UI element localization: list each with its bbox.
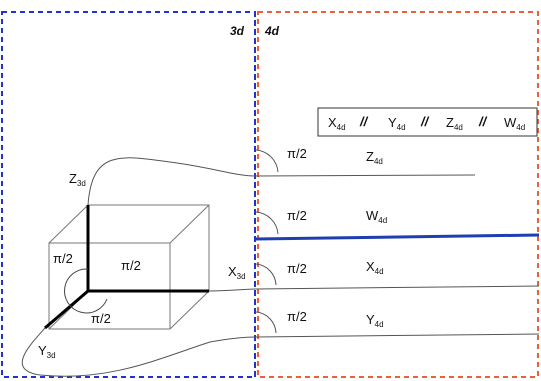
angle-label-3d-bottom: π/2 xyxy=(91,311,111,326)
legend-item-x4d: X4d xyxy=(328,115,346,132)
axis-label-y4d: Y4d xyxy=(366,312,384,329)
axis-label-x4d: X4d xyxy=(366,259,384,276)
axis-line-w4d xyxy=(255,233,540,241)
angle-label-x4d: π/2 xyxy=(287,261,307,276)
legend-item-w4d: W4d xyxy=(504,115,525,132)
axis-label-w4d: W4d xyxy=(366,208,387,225)
angle-label-z4d: π/2 xyxy=(287,146,307,161)
legend-separator: // xyxy=(420,114,430,129)
curve-x3d-to-x4d xyxy=(208,288,257,292)
legend-item-y4d: Y4d xyxy=(388,115,406,132)
angle-arc-w4d xyxy=(255,211,279,235)
angle-arc-3d xyxy=(64,268,108,314)
axis-y3d xyxy=(44,289,89,330)
angle-arc-z4d xyxy=(255,149,279,173)
curve-z3d-to-z4d xyxy=(87,157,257,206)
region-3d-border xyxy=(1,11,256,378)
header-4d: 4d xyxy=(264,24,280,38)
legend-separator: // xyxy=(359,114,369,129)
legend-box xyxy=(317,107,538,137)
axis-line-z4d xyxy=(255,174,476,177)
region-4d-border xyxy=(257,11,539,378)
angle-label-y4d: π/2 xyxy=(287,309,307,324)
angle-arc-x4d xyxy=(255,263,277,286)
angle-label-w4d: π/2 xyxy=(287,208,307,223)
axis-label-y3d: Y3d xyxy=(38,343,56,360)
angle-arc-y4d xyxy=(255,311,277,334)
curve-y3d-to-y4d xyxy=(21,327,257,377)
legend-item-z4d: Z4d xyxy=(446,115,463,132)
axis-label-z3d: Z3d xyxy=(69,171,86,188)
axis-line-y4d xyxy=(255,333,540,338)
parallel-legend: X4d // Y4d // Z4d // W4d xyxy=(317,107,538,137)
axis-label-z4d: Z4d xyxy=(366,149,383,166)
header-3d: 3d xyxy=(230,24,245,38)
angle-label-3d-right: π/2 xyxy=(121,258,141,273)
axis-line-x4d xyxy=(255,285,540,290)
legend-separator: // xyxy=(478,114,488,129)
axis-label-x3d: X3d xyxy=(228,264,246,281)
angle-label-3d-left: π/2 xyxy=(53,251,73,266)
